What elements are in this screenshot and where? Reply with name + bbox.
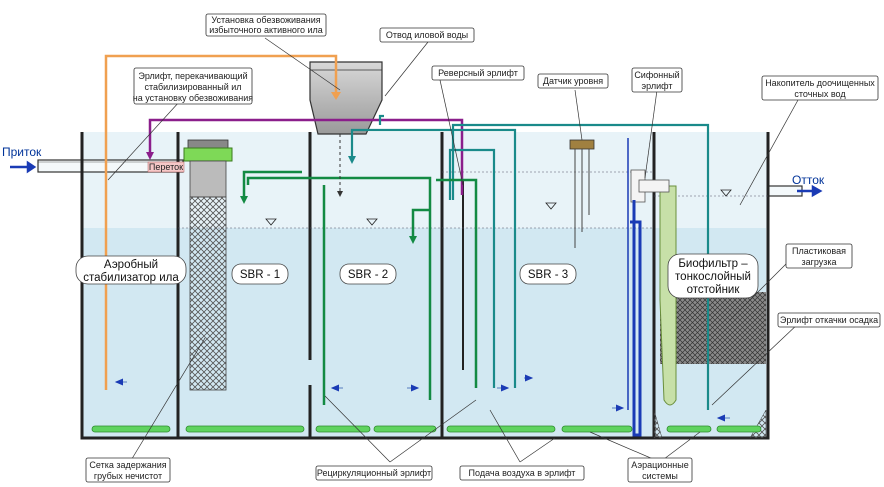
callout-reverse-airlift: Реверсный эрлифт	[431, 65, 525, 81]
svg-text:Отвод иловой воды: Отвод иловой воды	[386, 30, 468, 40]
svg-text:эрлифт: эрлифт	[642, 81, 673, 91]
svg-text:Пластиковая: Пластиковая	[792, 246, 846, 256]
chamber-label-biofilter: Биофильтр – тонкослойный отстойник	[667, 253, 759, 299]
callout-dewatering: Установка обезвоживания избыточного акти…	[205, 13, 327, 37]
svg-text:Подача воздуха в эрлифт: Подача воздуха в эрлифт	[469, 468, 576, 478]
svg-text:на установку обезвоживания: на установку обезвоживания	[133, 93, 254, 103]
svg-text:SBR - 2: SBR - 2	[348, 269, 388, 281]
chamber-label-sbr3: SBR - 3	[519, 263, 577, 285]
callout-airlift-stabilized: Эрлифт, перекачивающий стабилизированный…	[133, 67, 254, 105]
level-markers	[265, 189, 732, 226]
green-arrow	[240, 196, 248, 204]
dewatering-hopper	[309, 61, 383, 135]
svg-text:Эрлифт откачки осадка: Эрлифт откачки осадка	[780, 315, 878, 325]
svg-text:Накопитель доочищенных: Накопитель доочищенных	[765, 78, 875, 88]
svg-text:сточных вод: сточных вод	[794, 89, 846, 99]
callout-siphon-airlift: Сифонный эрлифт	[631, 67, 683, 93]
recirculation-airlift-lines	[242, 170, 478, 405]
callout-level-sensor: Датчик уровня	[537, 73, 609, 89]
svg-text:Эрлифт, перекачивающий: Эрлифт, перекачивающий	[138, 71, 247, 81]
svg-text:Датчик уровня: Датчик уровня	[543, 76, 603, 86]
biofilter-block	[653, 292, 767, 439]
svg-text:отстойник: отстойник	[687, 284, 741, 296]
inflow-arrow	[10, 160, 37, 174]
purple-arrow	[146, 152, 154, 160]
callout-sediment-airlift: Эрлифт откачки осадка	[777, 312, 881, 328]
callout-air-supply: Подача воздуха в эрлифт	[459, 465, 585, 481]
svg-text:стабилизатор ила: стабилизатор ила	[83, 272, 179, 284]
svg-text:Сифонный: Сифонный	[634, 70, 679, 80]
chamber-label-sbr2: SBR - 2	[339, 263, 397, 285]
svg-text:избыточного активного ила: избыточного активного ила	[209, 25, 323, 35]
overflow-label: Переток	[147, 161, 185, 173]
outflow-arrow	[797, 184, 823, 198]
lamella-settler	[659, 185, 677, 406]
inflow-label: Приток	[2, 145, 42, 159]
chamber-label-sbr1: SBR - 1	[231, 263, 289, 285]
svg-text:системы: системы	[642, 471, 678, 481]
svg-text:Переток: Переток	[149, 162, 183, 172]
svg-text:Биофильтр –: Биофильтр –	[678, 258, 748, 270]
small-flow-arrows	[114, 374, 730, 422]
svg-text:загрузка: загрузка	[801, 257, 836, 267]
screen-column	[183, 139, 233, 391]
leader-lines	[107, 37, 801, 463]
green-arrow-2	[409, 236, 417, 244]
orange-airlift-arrow	[331, 92, 341, 100]
callout-plastic-media: Пластиковая загрузка	[785, 243, 853, 269]
svg-text:грубых нечистот: грубых нечистот	[94, 471, 162, 481]
dashed-arrow	[337, 191, 343, 197]
svg-text:SBR - 1: SBR - 1	[240, 269, 280, 281]
callout-sludge-water: Отвод иловой воды	[379, 27, 475, 43]
level-sensor	[569, 139, 595, 248]
svg-text:Реверсный эрлифт: Реверсный эрлифт	[438, 68, 518, 78]
svg-text:SBR - 3: SBR - 3	[528, 269, 568, 281]
svg-text:стабилизированный ил: стабилизированный ил	[144, 82, 241, 92]
callout-treated-storage: Накопитель доочищенных сточных вод	[761, 75, 879, 101]
svg-text:Сетка задержания: Сетка задержания	[89, 460, 166, 470]
svg-text:Аэробный: Аэробный	[104, 259, 158, 271]
callout-recirculation-airlift: Рециркуляционный эрлифт	[315, 465, 433, 481]
svg-text:Установка обезвоживания: Установка обезвоживания	[211, 15, 320, 25]
svg-text:тонкослойный: тонкослойный	[675, 271, 751, 283]
siphon-airlift	[627, 138, 670, 437]
outlet-pipe	[767, 185, 803, 197]
teal-arrow	[348, 156, 356, 164]
callout-aeration-systems: Аэрационные системы	[627, 457, 693, 483]
stabilized-sludge-airlift	[104, 54, 338, 390]
chamber-label-aerobic: Аэробный стабилизатор ила	[75, 255, 187, 285]
reverse-airlift-line	[148, 118, 464, 195]
svg-text:Рециркуляционный эрлифт: Рециркуляционный эрлифт	[317, 468, 431, 478]
aeration-systems	[91, 425, 762, 433]
callout-coarse-screen: Сетка задержания грубых нечистот	[85, 457, 171, 483]
svg-text:Аэрационные: Аэрационные	[631, 460, 688, 470]
inlet-pipe	[37, 159, 184, 173]
outflow-label: Отток	[792, 173, 825, 187]
